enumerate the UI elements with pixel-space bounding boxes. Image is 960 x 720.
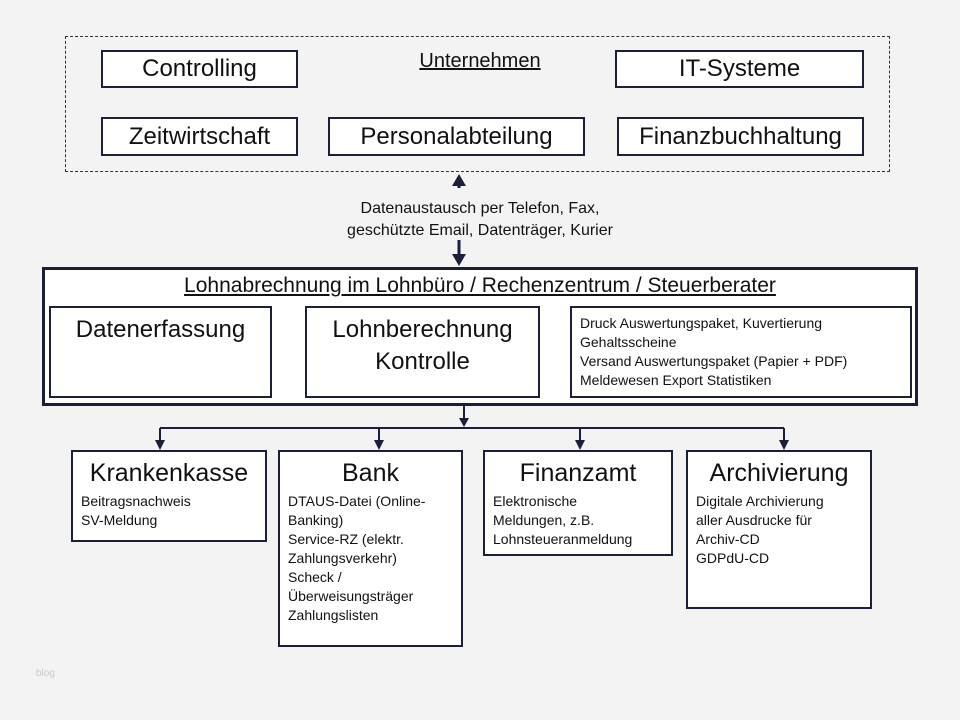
controlling-box: Controlling <box>101 50 298 88</box>
exchange-arrow <box>452 174 466 266</box>
payroll-calc-label: Lohnberechnung <box>332 316 513 343</box>
dest-line: Elektronische <box>493 493 578 509</box>
task-line: Meldewesen Export Statistiken <box>580 372 772 388</box>
bank-title: Bank <box>342 459 399 487</box>
dest-line: Beitragsnachweis <box>81 493 191 509</box>
exchange-line-1: Datenaustausch per Telefon, Fax, <box>360 200 600 217</box>
watermark: blog <box>36 668 55 679</box>
tax-office-box: Finanzamt Elektronische Meldungen, z.B. … <box>483 450 673 556</box>
distribution-lines <box>155 406 789 450</box>
it-systems-box: IT-Systeme <box>615 50 864 88</box>
control-label: Kontrolle <box>375 348 470 375</box>
data-capture-box: Datenerfassung <box>49 306 272 398</box>
task-line: Druck Auswertungspaket, Kuvertierung <box>580 315 823 331</box>
dest-line: SV-Meldung <box>81 512 158 528</box>
task-line: Versand Auswertungspaket (Papier + PDF) <box>580 353 848 369</box>
payroll-calc-box: Lohnberechnung Kontrolle <box>305 306 540 398</box>
dest-line: Archiv-CD <box>696 531 760 547</box>
accounting-box: Finanzbuchhaltung <box>617 117 864 156</box>
dest-line: Lohnsteueranmeldung <box>493 531 633 547</box>
archiving-title: Archivierung <box>709 459 849 487</box>
dest-line: Zahlungslisten <box>288 607 379 623</box>
company-title: Unternehmen <box>419 50 541 72</box>
data-capture-label: Datenerfassung <box>75 316 246 343</box>
dest-line: GDPdU-CD <box>696 550 770 566</box>
health-insurance-box: Krankenkasse Beitragsnachweis SV-Meldung <box>71 450 267 542</box>
archiving-box: Archivierung Digitale Archivierung aller… <box>686 450 872 609</box>
health-insurance-title: Krankenkasse <box>89 459 249 487</box>
dest-line: Banking) <box>288 512 344 528</box>
output-tasks-box: Druck Auswertungspaket, Kuvertierung Geh… <box>570 306 912 398</box>
hr-department-box: Personalabteilung <box>328 117 585 156</box>
company-frame <box>65 36 890 172</box>
time-management-box: Zeitwirtschaft <box>101 117 298 156</box>
exchange-line-2: geschützte Email, Datenträger, Kurier <box>347 222 613 239</box>
payroll-title: Lohnabrechnung im Lohnbüro / Rechenzentr… <box>184 274 776 297</box>
dest-line: Meldungen, z.B. <box>493 512 595 528</box>
dest-line: Überweisungsträger <box>288 588 414 604</box>
dest-line: Zahlungsverkehr) <box>288 550 397 566</box>
dest-line: DTAUS-Datei (Online- <box>288 493 426 509</box>
dest-line: Scheck / <box>288 569 342 585</box>
bank-box: Bank DTAUS-Datei (Online- Banking) Servi… <box>278 450 463 647</box>
tax-office-title: Finanzamt <box>519 459 637 487</box>
task-line: Gehaltsscheine <box>580 334 677 350</box>
dest-line: aller Ausdrucke für <box>696 512 812 528</box>
dest-line: Service-RZ (elektr. <box>288 531 404 547</box>
dest-line: Digitale Archivierung <box>696 493 824 509</box>
